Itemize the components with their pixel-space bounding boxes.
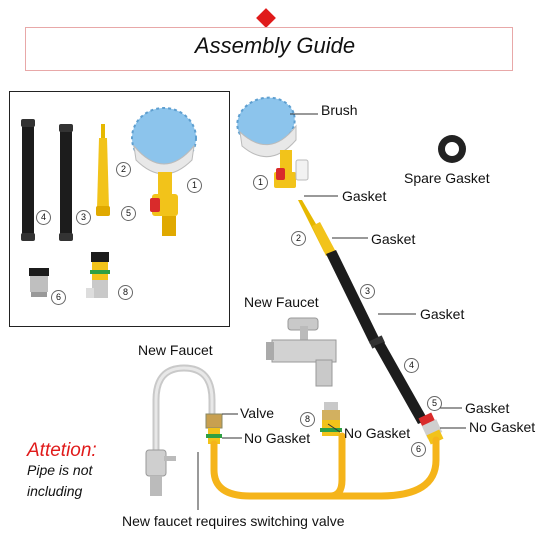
- diagram-number-4: 4: [404, 358, 419, 373]
- diagram-number-2: 2: [291, 231, 306, 246]
- brush-head: [236, 96, 309, 188]
- part-connector-8: [86, 252, 110, 298]
- leader-lines: [197, 113, 466, 510]
- part-adapter-6: [29, 268, 49, 297]
- label-no-gasket-middle: No Gasket: [344, 425, 411, 441]
- part-pipe-4: [21, 119, 35, 241]
- label-no-gasket-right: No Gasket: [469, 419, 536, 435]
- page-title: Assembly Guide: [194, 33, 356, 58]
- yellow-wand: [298, 200, 336, 256]
- part-wand-5: [96, 124, 110, 216]
- part-brush-1: [131, 107, 197, 236]
- label-valve: Valve: [240, 405, 274, 421]
- diagram-number-3: 3: [360, 284, 375, 299]
- part-number-8: 8: [118, 285, 133, 300]
- label-no-gasket-left: No Gasket: [244, 430, 311, 446]
- label-spare-gasket: Spare Gasket: [404, 170, 490, 186]
- attention-line-2: including: [27, 483, 83, 499]
- label-gasket-1: Gasket: [342, 188, 387, 204]
- faucet-connector-8: [320, 402, 342, 436]
- parts-photo-frame: [9, 91, 230, 327]
- part-number-6: 6: [51, 290, 66, 305]
- part-pipe-3: [59, 124, 73, 241]
- diagram-number-1: 1: [253, 175, 268, 190]
- attention-title: Attetion:: [27, 440, 97, 461]
- label-gasket-2: Gasket: [371, 231, 416, 247]
- wall-faucet-icon: [266, 317, 337, 387]
- black-pipe: [326, 250, 428, 424]
- attention-line-1: Pipe is not: [27, 462, 93, 478]
- label-new-faucet-right: New Faucet: [244, 294, 319, 310]
- part-number-4: 4: [36, 210, 51, 225]
- yellow-hose: [210, 432, 440, 500]
- part-number-5: 5: [121, 206, 136, 221]
- part-number-2: 2: [116, 162, 131, 177]
- diagram-number-8: 8: [300, 412, 315, 427]
- footer-note: New faucet requires switching valve: [122, 513, 345, 529]
- label-new-faucet-left: New Faucet: [138, 342, 213, 358]
- title-frame: [25, 27, 513, 71]
- part-number-3: 3: [76, 210, 91, 225]
- label-gasket-4: Gasket: [465, 400, 510, 416]
- kitchen-faucet-icon: [145, 364, 216, 496]
- part-number-1: 1: [187, 178, 202, 193]
- valve-icon: [205, 413, 223, 444]
- label-gasket-3: Gasket: [420, 306, 465, 322]
- label-brush: Brush: [321, 102, 358, 118]
- diagram-number-6: 6: [411, 442, 426, 457]
- spare-gasket-icon: [438, 135, 466, 163]
- diagram-number-5: 5: [427, 396, 442, 411]
- pipe-connector: [418, 412, 444, 445]
